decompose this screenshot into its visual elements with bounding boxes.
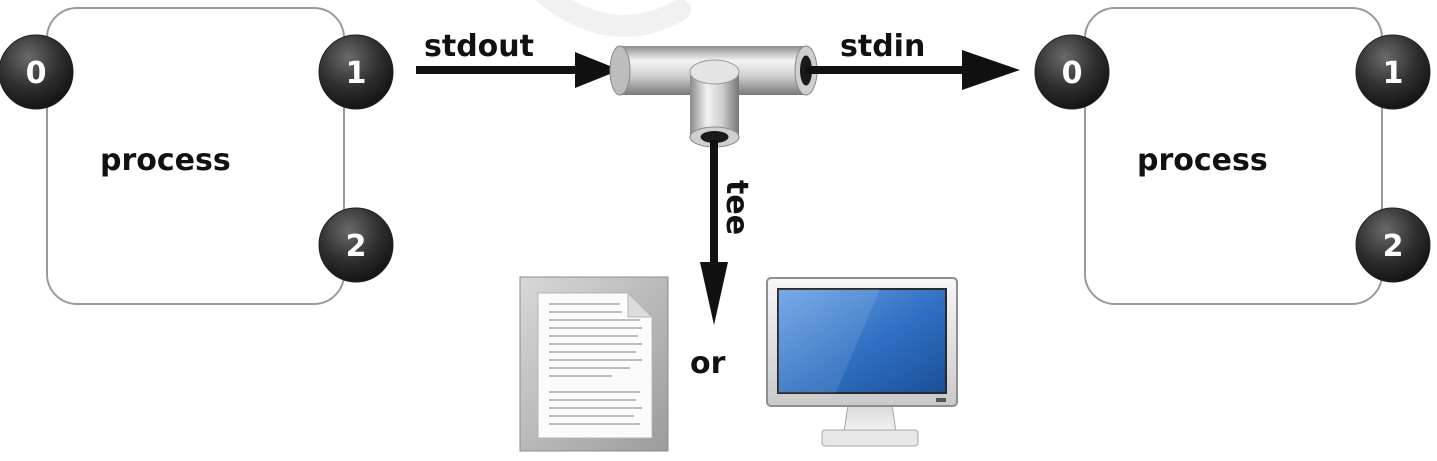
text-file-icon — [519, 276, 669, 452]
left-process-box — [46, 7, 345, 305]
svg-text:0: 0 — [26, 56, 47, 91]
tee-label: tee — [719, 180, 754, 235]
right-fd1-badge: 1 — [1355, 34, 1431, 110]
svg-text:2: 2 — [1383, 229, 1404, 264]
right-fd0-badge: 0 — [1034, 34, 1110, 110]
left-fd0-badge: 0 — [0, 34, 74, 110]
right-process: process 0 1 2 — [1034, 7, 1431, 305]
svg-text:0: 0 — [1062, 56, 1083, 91]
left-process: process 0 1 2 — [0, 7, 394, 305]
left-process-label: process — [100, 143, 231, 178]
or-label: or — [690, 346, 726, 381]
right-process-box — [1084, 7, 1383, 305]
stdout-arrow — [416, 52, 620, 88]
right-fd2-badge: 2 — [1355, 207, 1431, 283]
stdin-arrow — [806, 50, 1020, 90]
svg-text:1: 1 — [346, 56, 367, 91]
watermark — [534, 0, 691, 37]
left-fd2-badge: 2 — [318, 207, 394, 283]
right-process-label: process — [1137, 143, 1268, 178]
computer-monitor-icon — [766, 277, 958, 447]
svg-text:1: 1 — [1383, 56, 1404, 91]
stdin-label: stdin — [840, 29, 925, 64]
tee-pipe-icon — [609, 45, 818, 148]
svg-text:2: 2 — [346, 229, 367, 264]
tee-down-arrow — [700, 140, 728, 325]
stdout-label: stdout — [424, 29, 534, 64]
left-fd1-badge: 1 — [318, 34, 394, 110]
